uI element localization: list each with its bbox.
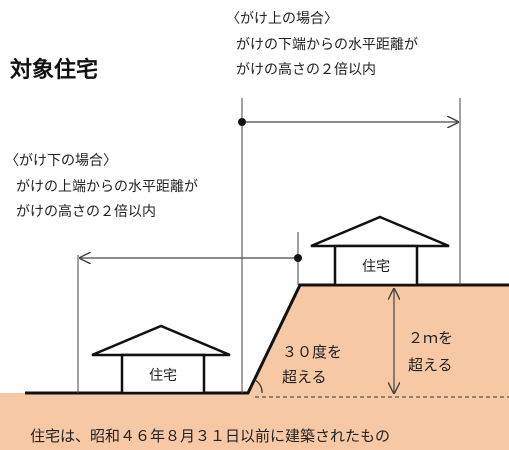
house-below-cliff: 住宅 xyxy=(91,324,231,395)
slope-label-line1: ３０度を xyxy=(282,343,342,361)
slope-label-line2: 超える xyxy=(282,368,327,386)
above-cliff-line2: がけの高さの２倍以内 xyxy=(236,61,376,78)
above-cliff-heading: 〈がけ上の場合〉 xyxy=(226,11,338,27)
height-label-line2: 超える xyxy=(408,356,453,374)
slope-angle-arc xyxy=(254,379,263,394)
above-cliff-start-dot xyxy=(238,118,246,126)
above-cliff-line1: がけの下端からの水平距離が xyxy=(236,36,418,53)
house-label-upper: 住宅 xyxy=(362,259,390,275)
house-label-lower: 住宅 xyxy=(149,368,177,384)
below-cliff-line2: がけの高さの２倍以内 xyxy=(16,203,156,220)
ground-fill xyxy=(0,285,509,450)
below-cliff-line1: がけの上端からの水平距離が xyxy=(16,178,198,195)
page-title: 対象住宅 xyxy=(10,57,98,83)
footer-note: 住宅は、昭和４６年８月３１日以前に建築されたもの xyxy=(30,427,390,445)
house-on-cliff: 住宅 xyxy=(310,215,450,287)
below-cliff-heading: 〈がけ下の場合〉 xyxy=(5,153,117,169)
height-label-line1: ２ｍを xyxy=(408,329,453,347)
below-cliff-start-dot xyxy=(294,254,302,262)
